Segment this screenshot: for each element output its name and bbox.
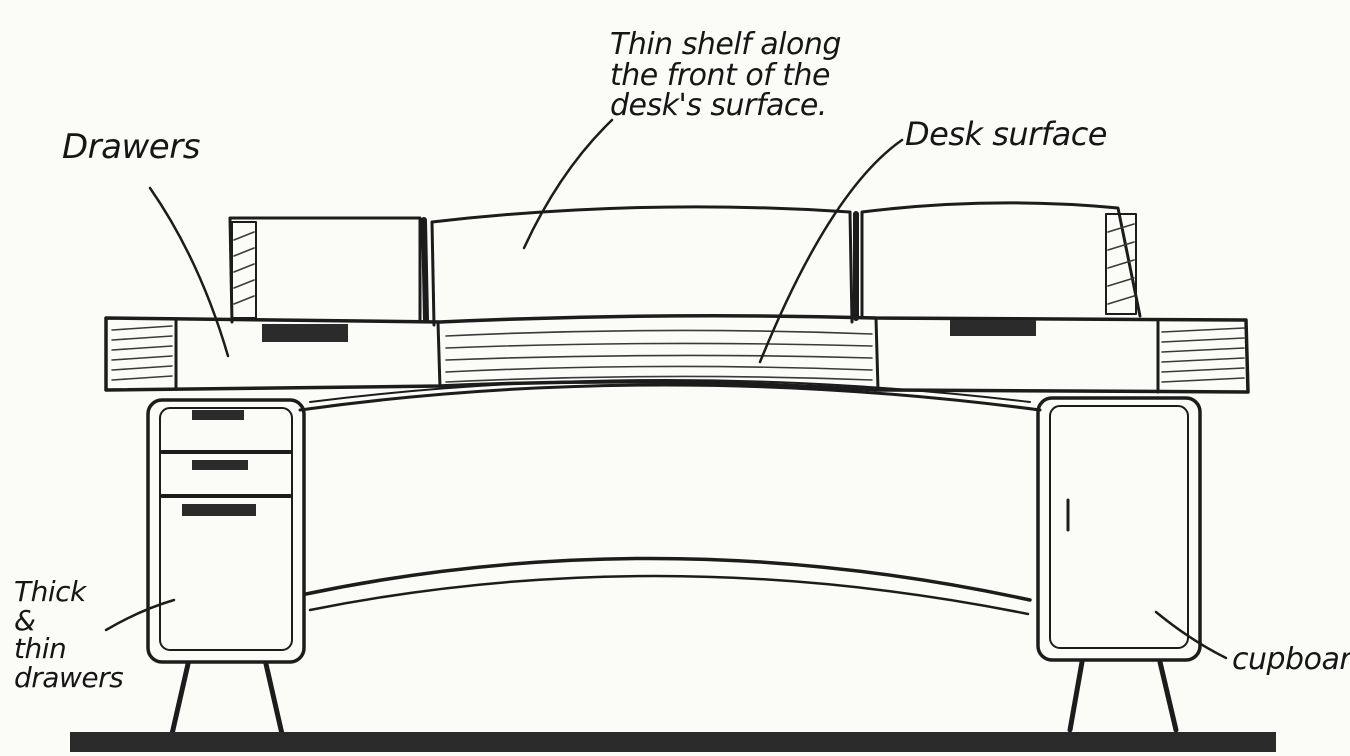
right-cupboard-unit (1038, 398, 1200, 730)
label-thin-shelf-line-2: the front of the (610, 61, 841, 92)
label-thin-shelf: Thin shelf along the front of the desk's… (610, 30, 841, 122)
desk-top (106, 316, 1248, 410)
label-thick-line-1: Thick (14, 578, 123, 607)
label-thin-shelf-line-1: Thin shelf along (610, 30, 841, 61)
label-thick-line-2: & (14, 607, 123, 636)
floor-line (70, 732, 1276, 752)
label-cupboard: cupboard (1232, 645, 1350, 676)
upper-drawer-boxes (230, 203, 1140, 325)
label-thick-line-3: thin (14, 635, 123, 664)
label-thick-line-4: drawers (14, 664, 123, 693)
label-thin-shelf-line-3: desk's surface. (610, 91, 841, 122)
left-drawer-unit (148, 400, 304, 734)
label-drawers: Drawers (62, 130, 200, 165)
label-thick-thin-drawers: Thick & thin drawers (14, 578, 123, 692)
lower-curved-shelf (306, 558, 1030, 614)
label-desk-surface: Desk surface (905, 118, 1107, 151)
